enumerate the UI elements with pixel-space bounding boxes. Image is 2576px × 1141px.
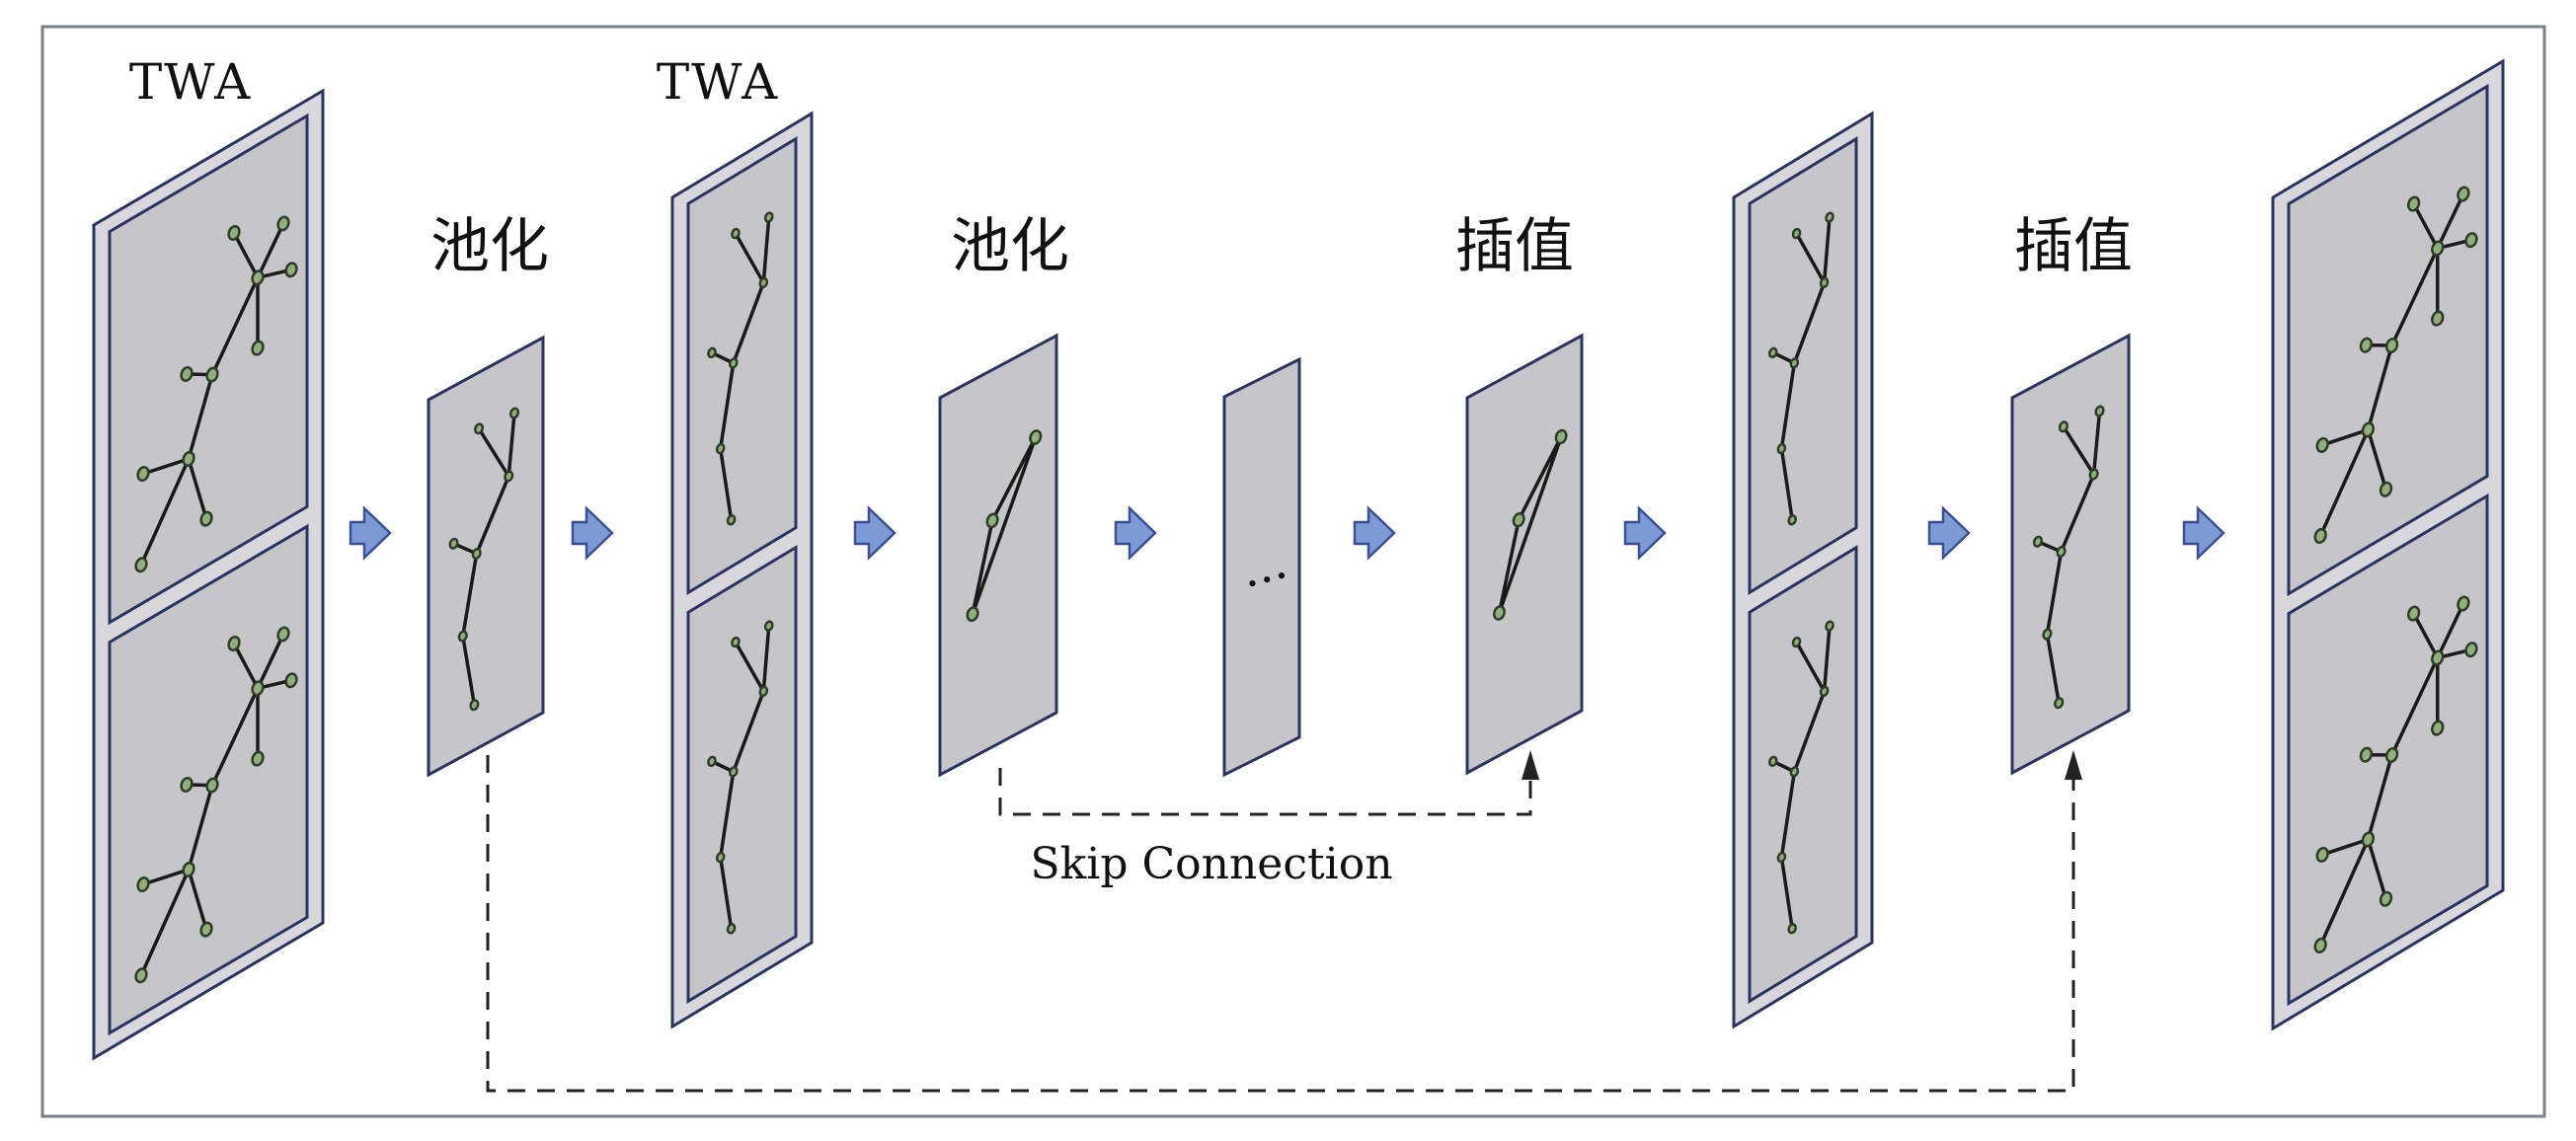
pooling-label-2: 池化 [951, 212, 1069, 281]
right-arrow-icon [1116, 508, 1155, 558]
twa-label-1: TWA [129, 53, 252, 111]
right-arrow-icon [855, 508, 895, 558]
interpolation-label-1: 插值 [1455, 212, 1574, 281]
decoder-panel-inner-2 [1750, 548, 1856, 1002]
pooled-panel-1 [429, 338, 543, 775]
right-arrow-icon [1929, 508, 1969, 558]
right-arrow-icon [1355, 508, 1394, 558]
up-arrowhead-icon [2065, 750, 2082, 780]
right-arrow-icon [1625, 508, 1665, 558]
pooled-panel-2 [940, 336, 1056, 775]
skip-connection-label: Skip Connection [1030, 839, 1392, 889]
up-arrowhead-icon [1522, 750, 1539, 780]
twa-panel-2-inner-2 [688, 548, 796, 1002]
right-arrow-icon [2184, 508, 2224, 558]
panel-layer [94, 61, 2503, 1058]
right-arrow-icon [351, 508, 390, 558]
interp-panel-2 [2012, 336, 2129, 773]
decoder-panel-inner-1 [1750, 139, 1856, 593]
pooling-label-1: 池化 [430, 212, 549, 281]
twa-label-2: TWA [657, 53, 779, 111]
interpolation-label-2: 插值 [2014, 212, 2133, 281]
interp-panel-1 [1467, 336, 1582, 773]
right-arrow-icon [573, 508, 612, 558]
skip-connection-inner [1000, 768, 1530, 814]
twa-panel-2-inner-1 [688, 139, 796, 593]
